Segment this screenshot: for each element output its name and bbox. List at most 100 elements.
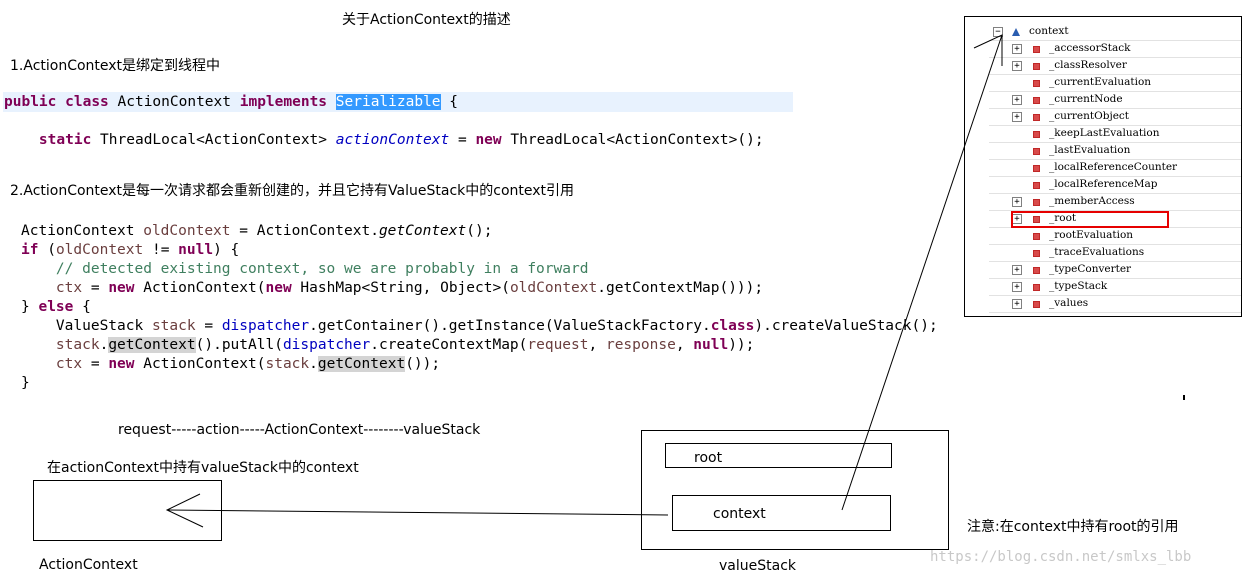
code-text: ActionContext(: [134, 280, 266, 296]
local-var: oldContext: [509, 280, 598, 296]
section-2-heading: 2.ActionContext是每一次请求都会重新创建的，并且它持有ValueS…: [10, 183, 575, 199]
object-icon: [1012, 28, 1020, 36]
field-icon: [1033, 284, 1040, 291]
tree-row[interactable]: +_classResolver: [965, 58, 1241, 75]
tree-row[interactable]: _rootEvaluation: [965, 228, 1241, 245]
tree-label: _traceEvaluations: [1049, 246, 1145, 258]
expand-icon[interactable]: +: [1012, 197, 1022, 207]
keyword: null: [178, 242, 214, 258]
row-divider: [989, 193, 1241, 194]
field-icon: [1033, 97, 1040, 104]
field-icon: [1033, 267, 1040, 274]
code-text: ().putAll(: [195, 337, 283, 353]
keyword: new: [108, 356, 135, 372]
tree-label: _values: [1049, 297, 1089, 309]
selected-text: Serializable: [335, 94, 441, 110]
context-box: [672, 495, 891, 531]
tree-row[interactable]: _currentEvaluation: [965, 75, 1241, 92]
tree-row[interactable]: _localReferenceMap: [965, 177, 1241, 194]
context-label: context: [713, 506, 766, 522]
keyword: new: [475, 132, 502, 148]
row-divider: [989, 159, 1241, 160]
expand-icon[interactable]: +: [1012, 282, 1022, 292]
expand-icon[interactable]: +: [1012, 95, 1022, 105]
tree-row[interactable]: +_accessorStack: [965, 41, 1241, 58]
value-stack-label: valueStack: [719, 558, 796, 574]
keyword: null: [693, 337, 729, 353]
field-icon: [1033, 216, 1040, 223]
tree-label: _currentEvaluation: [1049, 76, 1152, 88]
row-divider: [989, 261, 1241, 262]
expand-icon[interactable]: +: [1012, 112, 1022, 122]
tree-row[interactable]: +_typeConverter: [965, 262, 1241, 279]
code-text: .: [99, 337, 109, 353]
code-line-threadlocal: static ThreadLocal<ActionContext> action…: [4, 131, 764, 150]
page-title: 关于ActionContext的描述: [342, 12, 511, 28]
expand-icon[interactable]: +: [1012, 299, 1022, 309]
code-line: ctx = new ActionContext(new HashMap<Stri…: [21, 279, 938, 298]
tree-row[interactable]: _keepLastEvaluation: [965, 126, 1241, 143]
field: dispatcher: [282, 337, 371, 353]
field-icon: [1033, 233, 1040, 240]
tree-label: context: [1029, 25, 1069, 37]
code-text: .getContainer().getInstance(ValueStackFa…: [309, 318, 711, 334]
tree-row[interactable]: + _values: [965, 296, 1241, 313]
tree-row[interactable]: + _memberAccess: [965, 194, 1241, 211]
field: dispatcher: [221, 318, 310, 334]
expand-icon[interactable]: +: [1012, 265, 1022, 275]
keyword: if: [21, 242, 39, 258]
code-text: ,: [675, 337, 694, 353]
code-line: // detected existing context, so we are …: [21, 260, 938, 279]
tree-row[interactable]: + _typeStack: [965, 279, 1241, 296]
local-var: stack: [151, 318, 196, 334]
action-context-label: ActionContext: [39, 557, 138, 573]
stray-mark: [1183, 395, 1185, 400]
tree-row[interactable]: _lastEvaluation: [965, 143, 1241, 160]
code-text: ThreadLocal<ActionContext>: [91, 132, 336, 148]
row-divider: [989, 278, 1241, 279]
code-text: {: [73, 299, 91, 315]
code-block-2: ActionContext oldContext = ActionContext…: [21, 222, 938, 393]
row-divider: [989, 142, 1241, 143]
code-text: !=: [143, 242, 179, 258]
section-1-heading: 1.ActionContext是绑定到线程中: [10, 58, 221, 74]
code-text: .getContextMap()));: [597, 280, 764, 296]
method-call: getContext: [378, 223, 467, 239]
row-divider: [989, 108, 1241, 109]
expand-icon[interactable]: +: [1012, 44, 1022, 54]
row-divider: [989, 74, 1241, 75]
tree-label: _currentObject: [1049, 110, 1130, 122]
code-text: .createContextMap(: [370, 337, 528, 353]
code-text: ) {: [213, 242, 240, 258]
tree-row[interactable]: _traceEvaluations: [965, 245, 1241, 262]
code-text: ActionContext(: [134, 356, 266, 372]
keyword: class: [710, 318, 755, 334]
flow-label: request-----action-----ActionContext----…: [118, 422, 481, 438]
row-divider: [989, 210, 1241, 211]
tree-label: _memberAccess: [1049, 195, 1135, 207]
tree-label: _localReferenceCounter: [1049, 161, 1178, 173]
row-divider: [989, 244, 1241, 245]
keyword: implements: [239, 94, 328, 110]
tree-row[interactable]: _localReferenceCounter: [965, 160, 1241, 177]
tree-row[interactable]: +_currentNode: [965, 92, 1241, 109]
row-divider: [989, 176, 1241, 177]
field-icon: [1033, 80, 1040, 87]
tree-row[interactable]: + _currentObject: [965, 109, 1241, 126]
code-line: ctx = new ActionContext(stack.getContext…: [21, 355, 938, 374]
context-to-actioncontext-arrow: [167, 509, 669, 516]
field-icon: [1033, 131, 1040, 138]
tree-label: _keepLastEvaluation: [1049, 127, 1160, 139]
method-occurrence: getContext: [108, 337, 196, 353]
code-text: }: [21, 375, 30, 391]
local-var: response: [605, 337, 676, 353]
tree-label: _typeStack: [1049, 280, 1108, 292]
context-to-tree-arrow: [841, 34, 1003, 511]
watermark: https://blog.csdn.net/smlxs_lbb: [930, 549, 1192, 565]
keyword: new: [265, 280, 292, 296]
method-occurrence: getContext: [317, 356, 406, 372]
tree-label: _localReferenceMap: [1049, 178, 1158, 190]
expand-icon[interactable]: +: [1012, 61, 1022, 71]
local-var: ctx: [55, 356, 83, 372]
